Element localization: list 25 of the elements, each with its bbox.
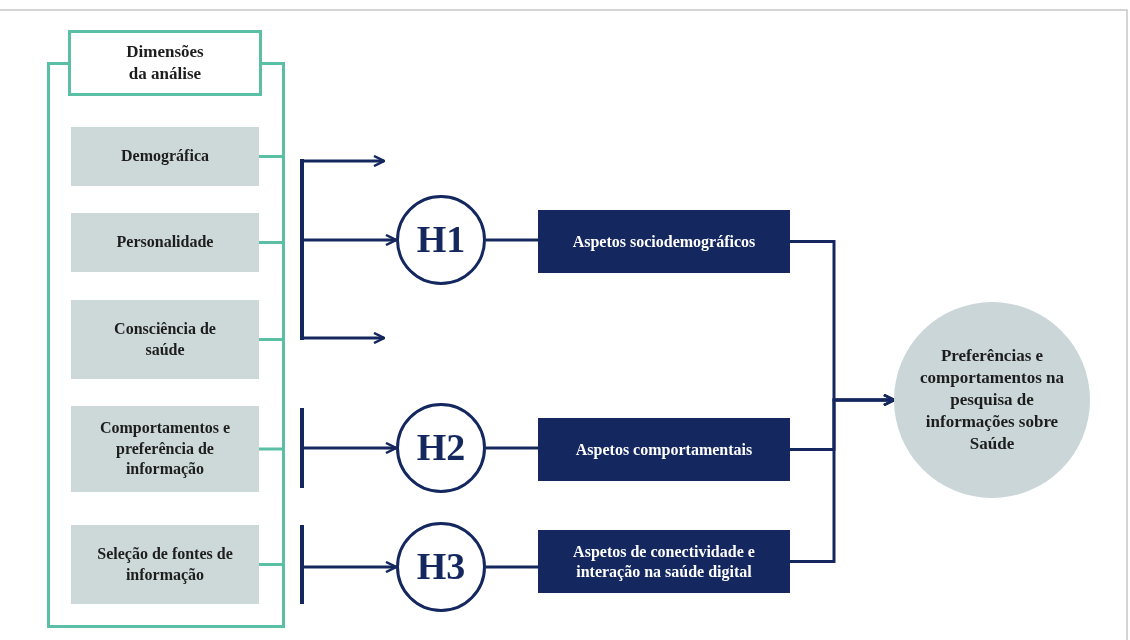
arrow bbox=[790, 393, 896, 563]
connector-line bbox=[486, 446, 538, 450]
dimension-box: Seleção de fontes de informação bbox=[71, 525, 259, 604]
hypothesis-circle: H1 bbox=[396, 195, 486, 285]
outcome-circle: Preferências e comportamentos na pesquisa de informações sobre Saúde bbox=[894, 302, 1090, 498]
hypothesis-circle: H3 bbox=[396, 522, 486, 612]
arrow bbox=[304, 233, 398, 247]
arrow bbox=[304, 560, 398, 574]
dimension-box: Personalidade bbox=[71, 213, 259, 272]
aspect-box: Aspetos de conectividade e interação na saúde digital bbox=[538, 530, 790, 593]
aspect-box: Aspetos comportamentais bbox=[538, 418, 790, 481]
arrow bbox=[304, 441, 398, 455]
hypothesis-circle: H2 bbox=[396, 403, 486, 493]
dimension-box: Comportamentos e preferência de informação bbox=[71, 406, 259, 492]
aspect-box: Aspetos sociodemográficos bbox=[538, 210, 790, 273]
dimension-box: Demográfica bbox=[71, 127, 259, 186]
bracket-bar bbox=[300, 525, 304, 604]
connector-line bbox=[486, 565, 538, 569]
frame-heading: Dimensões da análise bbox=[68, 30, 262, 96]
bracket-bar bbox=[300, 159, 304, 340]
arrow bbox=[304, 331, 386, 345]
arrow bbox=[304, 154, 386, 168]
connector-line bbox=[486, 238, 538, 242]
dimension-box: Consciência de saúde bbox=[71, 300, 259, 379]
bracket-bar bbox=[300, 408, 304, 488]
